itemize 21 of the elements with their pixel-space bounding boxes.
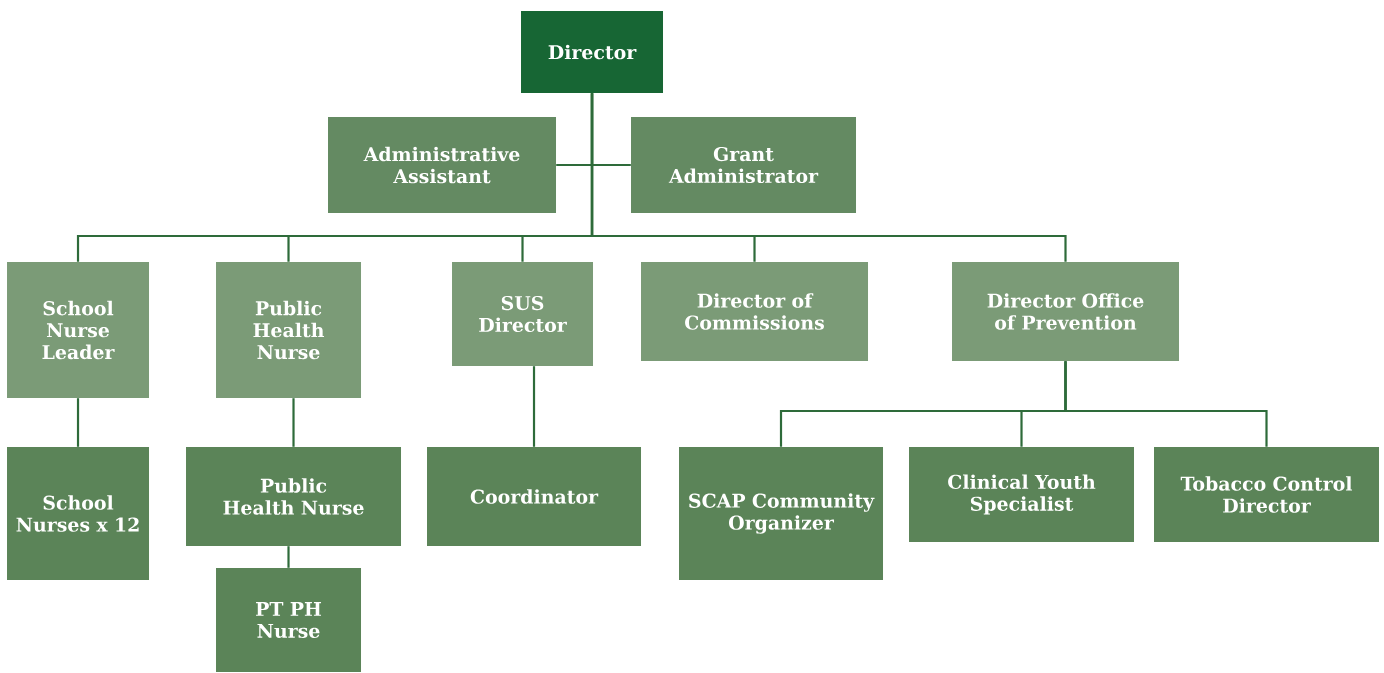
role-box: Tobacco Control Director	[1154, 447, 1379, 542]
role-box: School Nurses x 12	[7, 447, 149, 580]
role-box: School Nurse Leader	[7, 262, 149, 398]
role-box: Grant Administrator	[631, 117, 856, 213]
connector-line	[287, 546, 290, 568]
connector-line	[76, 398, 80, 447]
role-box: Clinical Youth Specialist	[909, 447, 1134, 542]
connector-line	[292, 398, 295, 447]
role-box: Director Office of Prevention	[952, 262, 1179, 361]
role-box: Administrative Assistant	[328, 117, 556, 213]
role-box: SUS Director	[452, 262, 593, 366]
connector-line	[1064, 361, 1268, 447]
role-box: Public Health Nurse	[186, 447, 401, 546]
role-box: SCAP Community Organizer	[679, 447, 883, 580]
role-box: PT PH Nurse	[216, 568, 361, 672]
connector-line	[590, 93, 1067, 262]
role-box: Public Health Nurse	[216, 262, 361, 398]
role-box: Coordinator	[427, 447, 641, 546]
title-box: Director	[521, 11, 663, 93]
role-box: Director of Commissions	[641, 262, 868, 361]
connector-line	[532, 366, 536, 447]
